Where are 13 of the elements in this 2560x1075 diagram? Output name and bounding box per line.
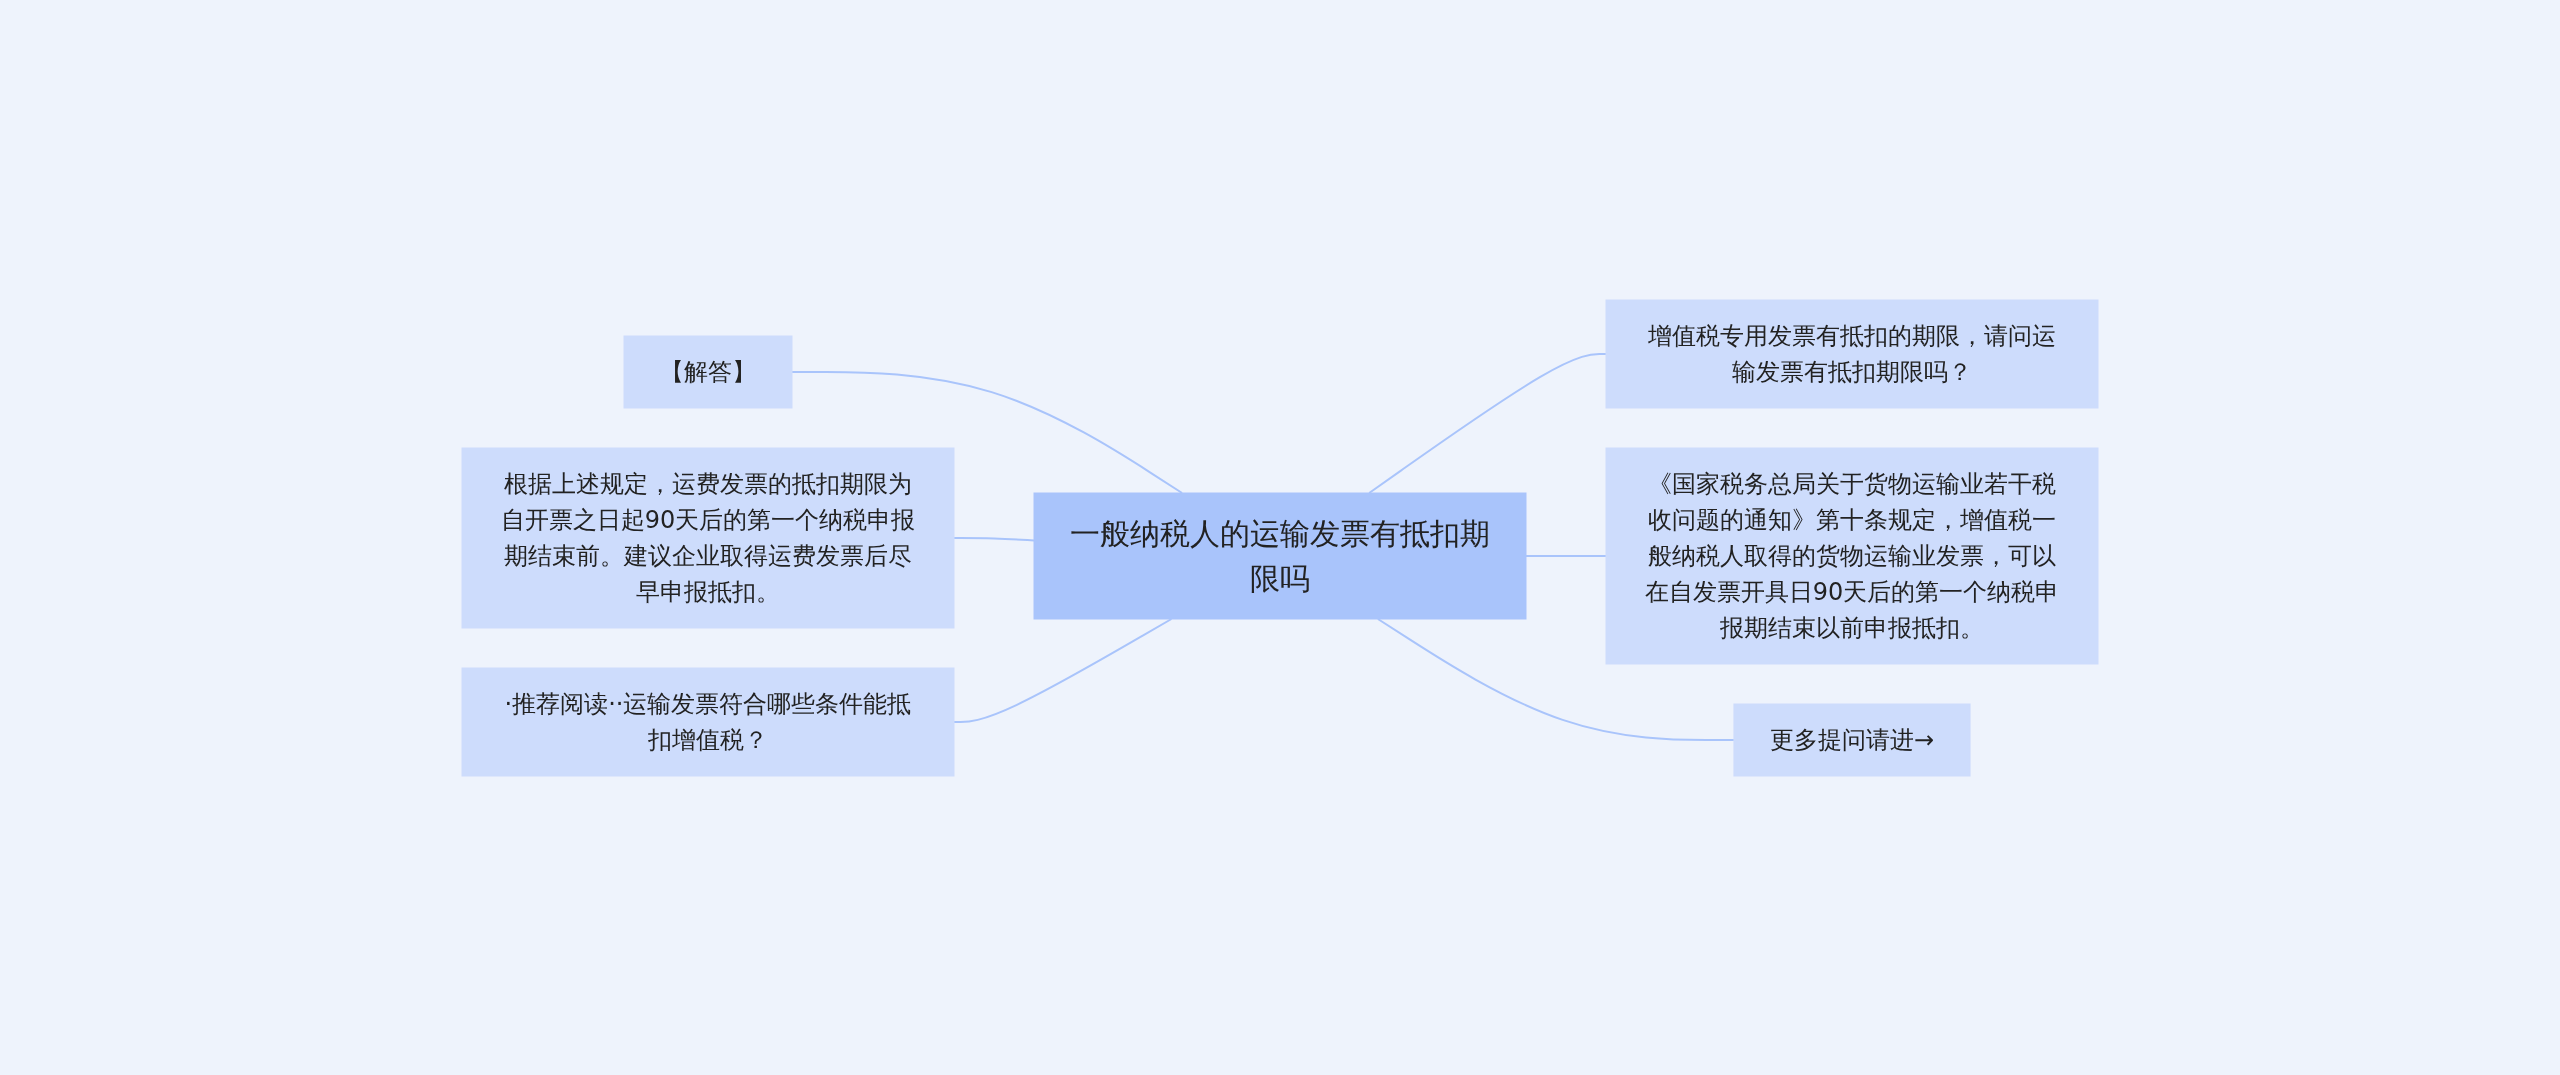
node-box: ·推荐阅读··运输发票符合哪些条件能抵扣增值税？ [461, 667, 955, 776]
node-box: 增值税专用发票有抵扣的期限，请问运输发票有抵扣期限吗？ [1605, 299, 2099, 408]
connector [1376, 617, 1735, 741]
connector [953, 617, 1173, 723]
node-box: 《国家税务总局关于货物运输业若干税收问题的通知》第十条规定，增值税一般纳税人取得的货物运输业发票，可以在自发票开具日90天后的第一个纳税申报期结束以前申报抵扣。 [1605, 447, 2099, 664]
connector [791, 370, 1184, 494]
connector [953, 536, 1035, 541]
node-box: 根据上述规定，运费发票的抵扣期限为自开票之日起90天后的第一个纳税申报期结束前。建议企业取得运费发票后尽早申报抵扣。 [461, 447, 955, 628]
node-box: 【解答】 [623, 335, 793, 408]
connector [1368, 352, 1607, 494]
node-box: 更多提问请进→ [1733, 703, 1971, 776]
node-box: 一般纳税人的运输发票有抵扣期限吗 [1033, 492, 1527, 619]
connector [1525, 554, 1607, 557]
